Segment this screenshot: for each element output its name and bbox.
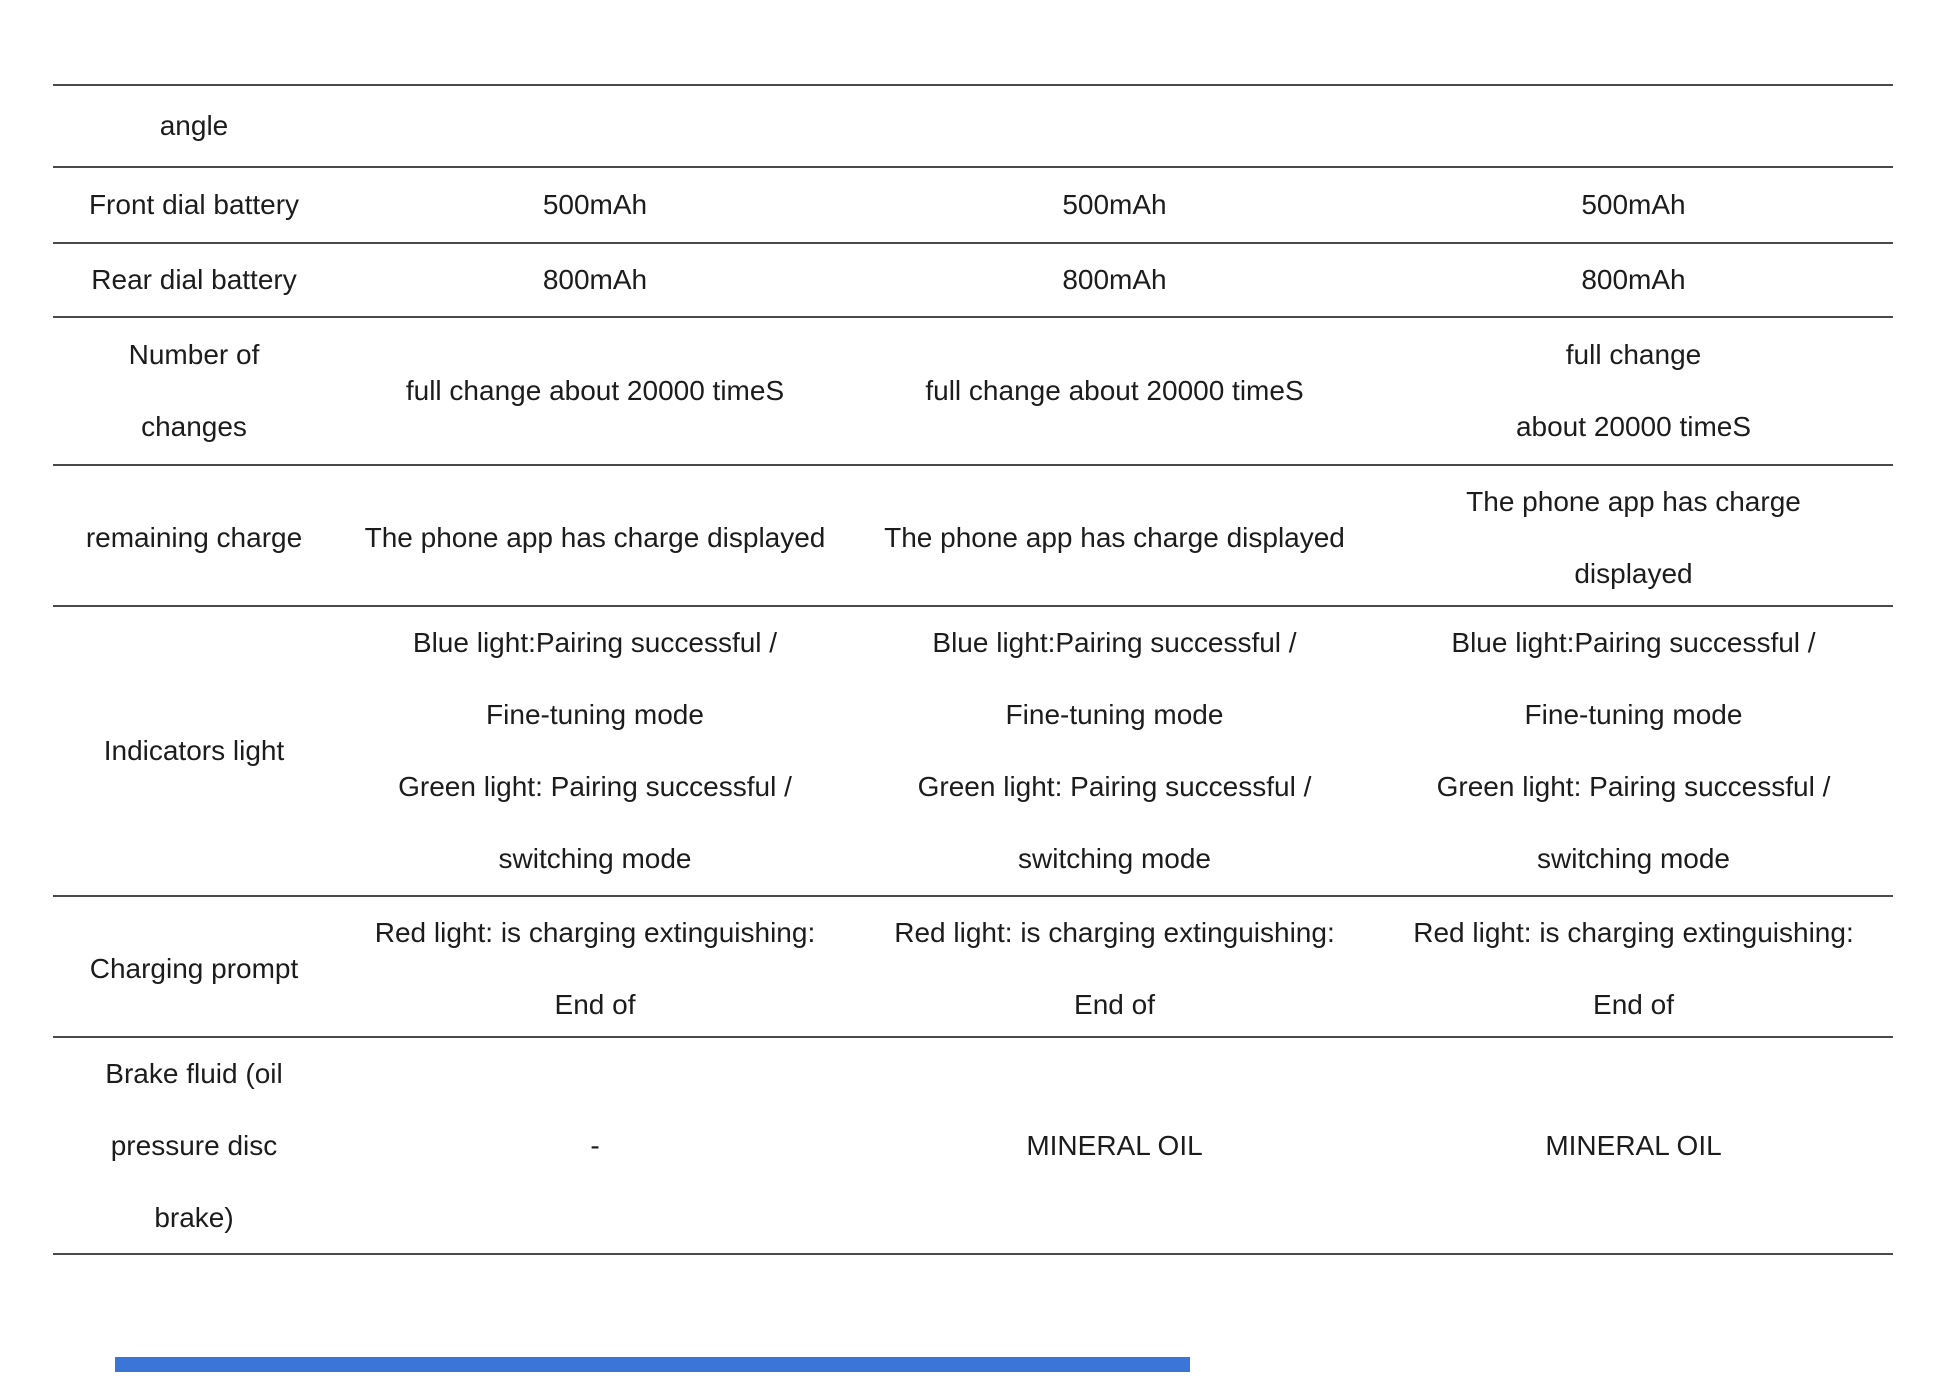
table-row: Front dial battery 500mAh 500mAh 500mAh <box>53 168 1893 244</box>
table-cell <box>1374 86 1893 166</box>
table-row: Rear dial battery 800mAh 800mAh 800mAh <box>53 244 1893 318</box>
table-cell: MINERAL OIL <box>1545 1130 1722 1161</box>
table-cell: Red light: is charging extinguishing: En… <box>894 917 1335 1020</box>
table-row: Indicators light Blue light:Pairing succ… <box>53 607 1893 897</box>
table-cell <box>855 86 1374 166</box>
table-cell <box>335 86 855 166</box>
table-cell: full change about 20000 timeS <box>405 375 785 406</box>
table-cell: full change about 20000 timeS <box>1515 339 1752 442</box>
table-cell: 800mAh <box>542 264 648 295</box>
table-cell: The phone app has charge displayed <box>364 522 826 553</box>
table-cell: 800mAh <box>1062 264 1167 295</box>
table-cell: Blue light:Pairing successful / Fine-tun… <box>917 627 1312 874</box>
row-label: Charging prompt <box>89 953 299 984</box>
table-cell: Red light: is charging extinguishing: En… <box>374 917 816 1020</box>
bottom-highlight-bar <box>115 1357 1190 1372</box>
specifications-table: angle Front dial battery 500mAh 500mAh 5… <box>53 84 1893 1255</box>
row-label: Front dial battery <box>88 189 300 220</box>
table-row: Charging prompt Red light: is charging e… <box>53 897 1893 1038</box>
table-cell: The phone app has charge displayed <box>884 522 1345 553</box>
table-cell: Blue light:Pairing successful / Fine-tun… <box>398 627 792 874</box>
table-row: Brake fluid (oil pressure disc brake) - … <box>53 1038 1893 1255</box>
row-label: Number of changes <box>128 339 260 442</box>
row-label: Indicators light <box>103 735 285 766</box>
table-cell: - <box>590 1130 600 1161</box>
table-row: angle <box>53 86 1893 168</box>
row-label: Rear dial battery <box>91 264 297 295</box>
table-row: remaining charge The phone app has charg… <box>53 466 1893 607</box>
table-cell: Red light: is charging extinguishing: En… <box>1413 917 1854 1020</box>
table-cell: Blue light:Pairing successful / Fine-tun… <box>1436 627 1831 874</box>
table-cell: 500mAh <box>1062 189 1167 220</box>
table-cell: The phone app has charge displayed <box>1466 486 1801 589</box>
row-label: remaining charge <box>85 522 303 553</box>
table-row: Number of changes full change about 2000… <box>53 318 1893 466</box>
table-cell: full change about 20000 timeS <box>925 375 1304 406</box>
table-cell: MINERAL OIL <box>1026 1130 1203 1161</box>
table-cell: 500mAh <box>542 189 648 220</box>
row-label: angle <box>159 110 229 141</box>
table-cell: 800mAh <box>1581 264 1686 295</box>
row-label: Brake fluid (oil pressure disc brake) <box>105 1058 283 1233</box>
table-cell: 500mAh <box>1581 189 1686 220</box>
